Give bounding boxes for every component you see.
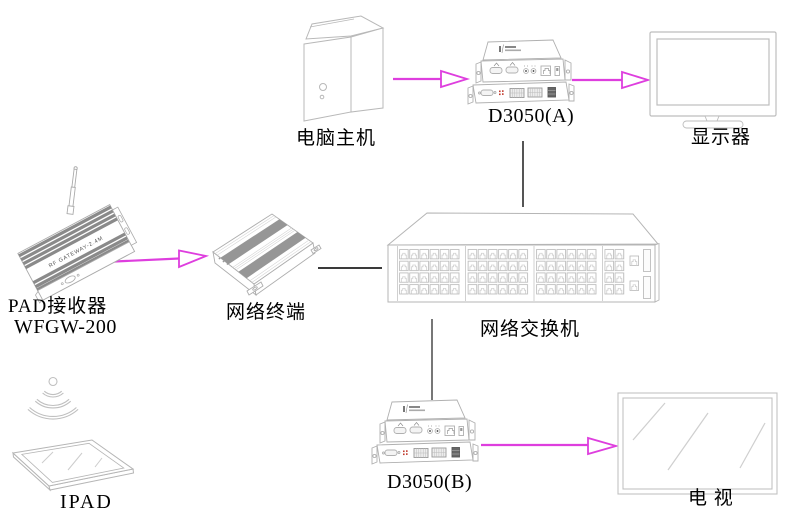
connection-d3050b-to-tv: [481, 436, 620, 456]
wifi-signal-icon: [27, 376, 79, 420]
antenna-icon: [66, 166, 78, 215]
mounting-flange: [111, 206, 138, 246]
network-switch-device: [386, 212, 660, 303]
d3050b-label: D3050(B): [387, 471, 472, 493]
monitor-label: 显示器: [691, 127, 751, 148]
pad-receiver-label: PAD接收器: [8, 295, 107, 317]
monitor-stand: [682, 120, 744, 129]
sfp-slot-icon: [643, 249, 651, 272]
monitor-device: [649, 31, 777, 129]
tv-device: [617, 392, 778, 495]
pad-receiver-device: RF GATEWAY-2.4M: [17, 166, 138, 304]
d3050a-device: [467, 39, 575, 105]
network-terminal-device: [212, 213, 322, 297]
monitor-screen: [656, 38, 770, 106]
port-bank-2: [467, 248, 529, 296]
pad-receiver-model: WFGW-200: [14, 316, 117, 338]
arrowhead-right-icon: [440, 69, 471, 89]
uplink-port-icon: [629, 280, 639, 291]
tv-label: 电 视: [688, 487, 734, 509]
port-bank-3: [536, 248, 597, 296]
fin-stripe: [238, 232, 306, 279]
network-switch-label: 网络交换机: [480, 318, 580, 340]
led-icon: [319, 94, 325, 100]
ipad-label: IPAD: [60, 491, 113, 513]
arrowhead-right-icon: [621, 70, 652, 90]
d3050a-label: D3050(A): [488, 105, 574, 127]
ipad-screen: [20, 442, 125, 483]
power-button-icon: [319, 83, 327, 91]
ipad-device: [11, 439, 135, 492]
port-bank-4: [604, 248, 625, 296]
computer-label: 电脑主机: [296, 127, 376, 149]
network-terminal-label: 网络终端: [226, 301, 306, 323]
connector-port-icon: [64, 275, 76, 284]
tv-screen: [622, 397, 773, 490]
fin-stripe: [220, 219, 288, 265]
d3050b-device: [371, 399, 479, 465]
led-row-icon: [218, 257, 229, 265]
computer-tower-device: [303, 15, 385, 122]
connection-computer-to-d3050a: [393, 69, 471, 89]
port-bank-1: [399, 248, 460, 296]
arrowhead-right-icon: [587, 436, 620, 456]
uplink-port-icon: [629, 255, 639, 266]
connection-d3050a-to-monitor: [572, 70, 652, 90]
arrowhead-right-icon: [178, 249, 210, 269]
sfp-slot-icon: [643, 276, 651, 299]
heatsink-fins: [18, 205, 130, 291]
